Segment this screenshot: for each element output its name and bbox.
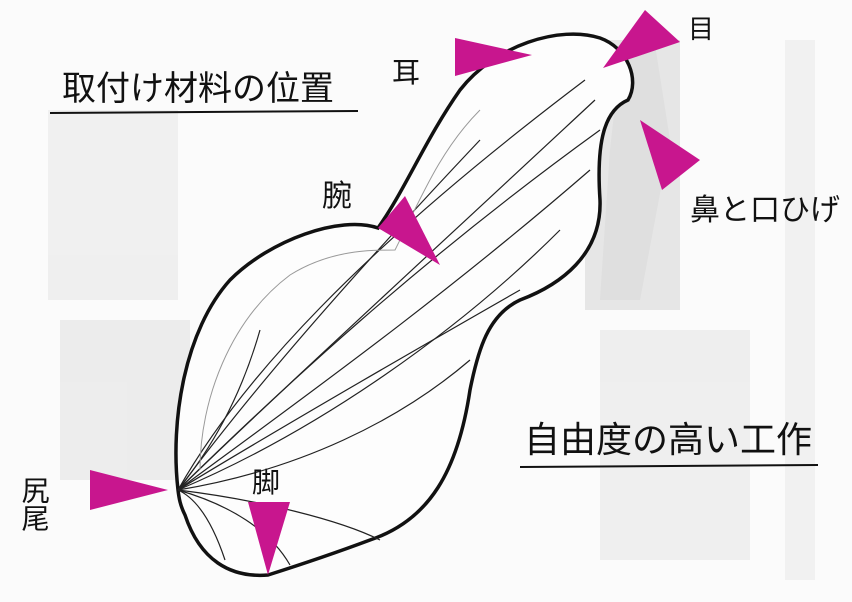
leg-marker (248, 502, 290, 575)
bg-panel-right-bottom (600, 330, 750, 560)
hair-strand (177, 359, 471, 491)
hair-strand (177, 129, 601, 491)
tail-label: 尻尾 (18, 476, 51, 532)
ear-label: 耳 (392, 56, 420, 89)
hair-strand (177, 489, 291, 566)
hair-strand (177, 229, 561, 491)
bg-panel-left-bottom (60, 320, 190, 480)
bg-panel-left-top (48, 110, 178, 300)
tail-marker (90, 470, 168, 510)
hair-strand (177, 289, 521, 491)
title-underline (49, 110, 359, 114)
nose-label: 鼻と口ひげ (690, 193, 840, 228)
nose-marker (640, 120, 700, 190)
ear-marker (455, 38, 532, 76)
leg-label: 脚 (252, 466, 280, 499)
diagram-title: 取付け材料の位置 (62, 69, 334, 109)
hair-strand (177, 329, 261, 491)
hair-strand (177, 79, 586, 491)
hair-strand (177, 489, 226, 561)
hair-strand (177, 169, 591, 491)
eye-label: 目 (688, 15, 714, 45)
bg-text-column (785, 40, 815, 580)
caption-underline (519, 464, 819, 468)
diagram-caption: 自由度の高い工作 (524, 420, 812, 461)
eye-marker (603, 10, 680, 68)
arm-marker (378, 196, 440, 265)
pencil-guide (199, 109, 481, 471)
arm-label: 腕 (322, 179, 352, 214)
body-outline (174, 32, 635, 578)
hair-strands (177, 79, 601, 566)
hair-strand (177, 489, 381, 541)
